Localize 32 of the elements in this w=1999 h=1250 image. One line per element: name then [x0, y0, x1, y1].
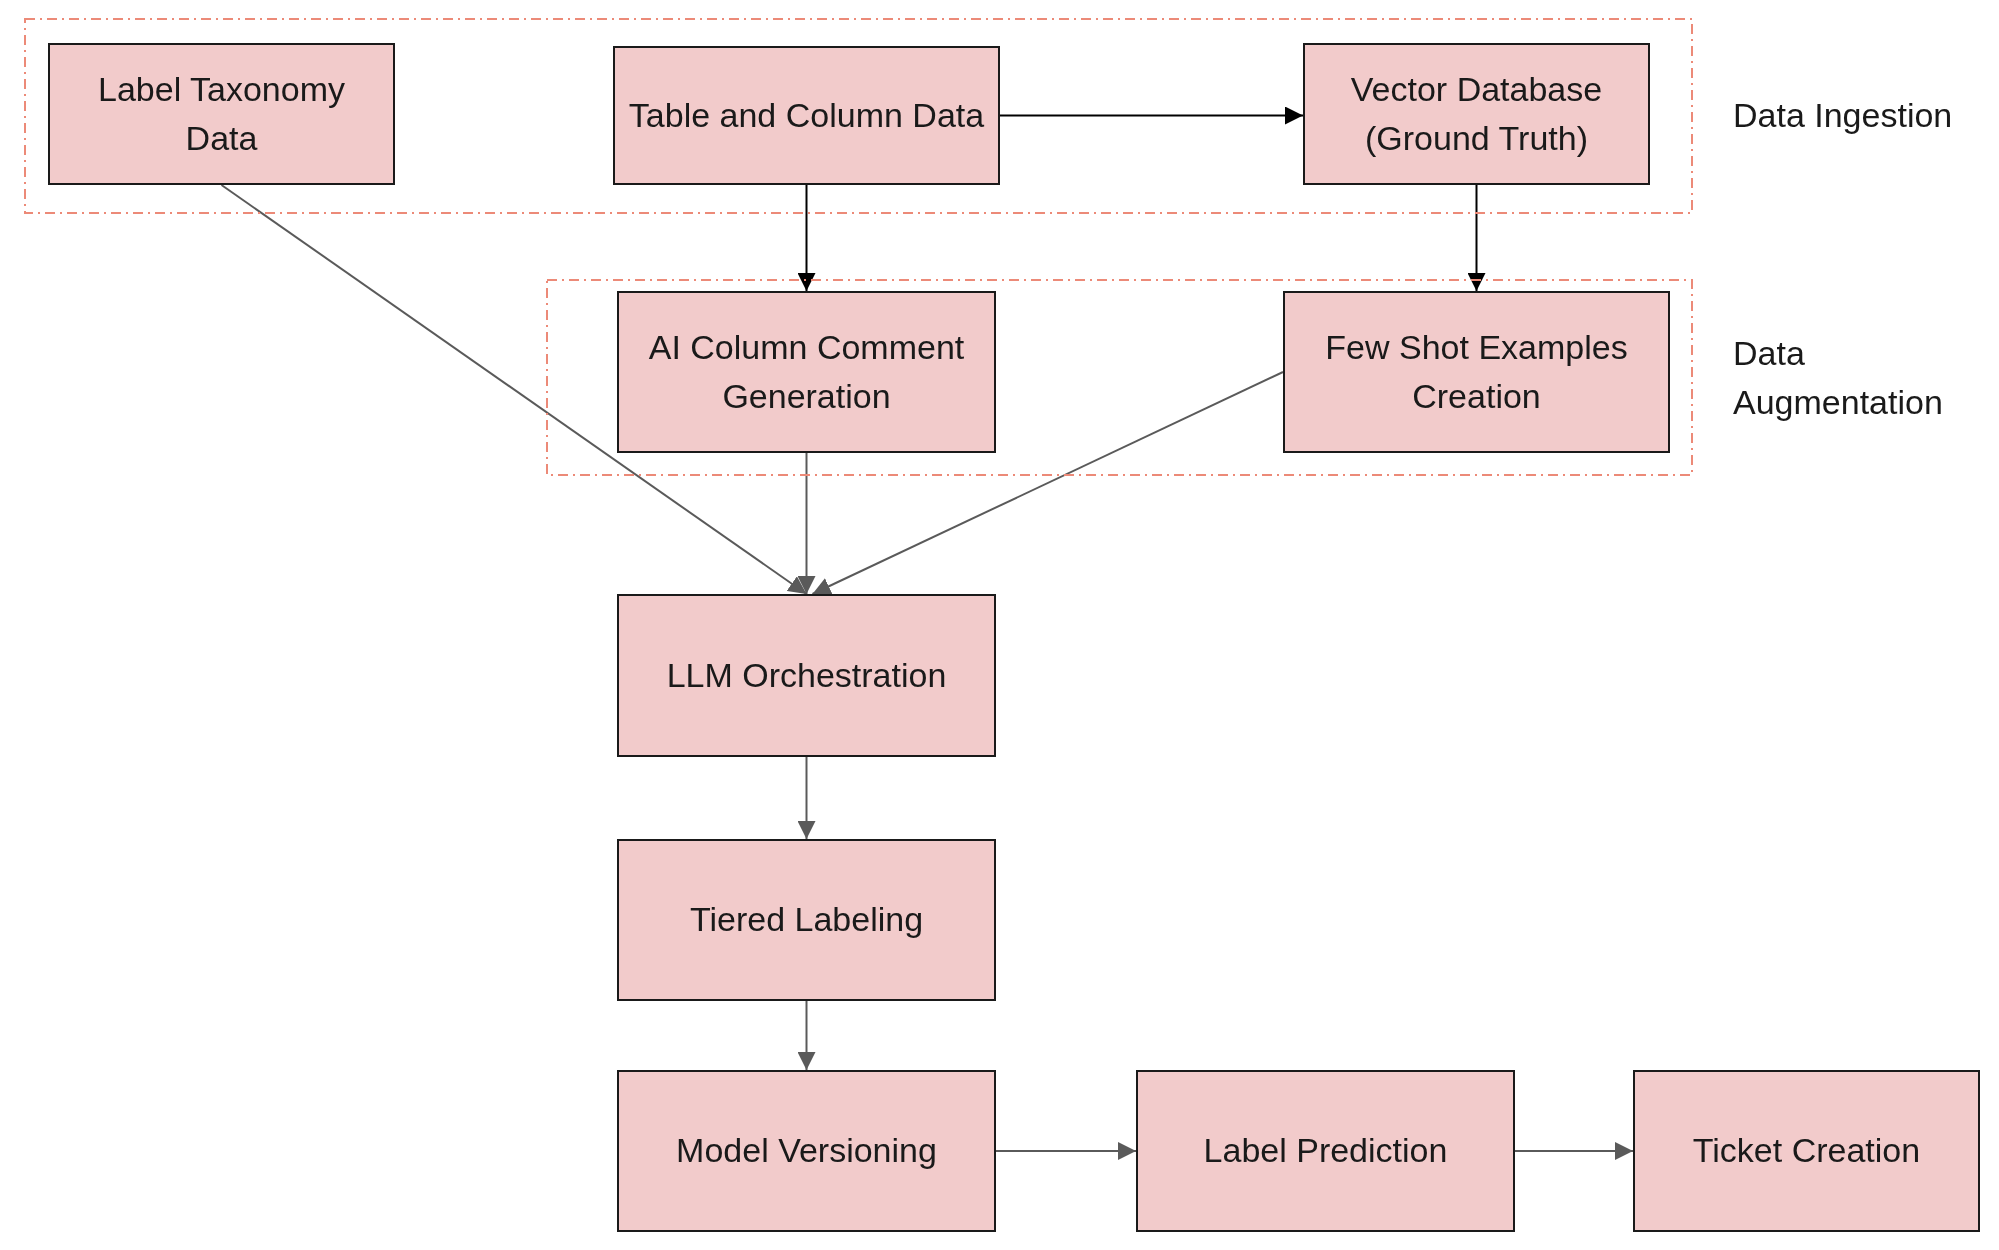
- process-box: [617, 594, 996, 757]
- box-label: Table and Column Data: [627, 94, 986, 136]
- process-box: [617, 839, 996, 1001]
- arrow: [811, 371, 1284, 595]
- box-label: Few Shot Examples Creation: [1324, 326, 1629, 417]
- arrow: [797, 1000, 816, 1071]
- arrow: [797, 184, 816, 292]
- arrow: [797, 756, 816, 840]
- group-heading: Data Augmentation: [1733, 332, 1944, 423]
- arrow: [1467, 184, 1486, 292]
- process-box: [1633, 1070, 1980, 1232]
- arrow: [995, 1142, 1137, 1160]
- group-heading: Data Ingestion: [1733, 95, 1954, 137]
- process-box: [1283, 291, 1670, 453]
- box-label: Model Versioning: [675, 1130, 938, 1172]
- process-box: [617, 291, 996, 453]
- box-label: LLM Orchestration: [665, 654, 948, 696]
- box-label: Label Prediction: [1202, 1130, 1449, 1172]
- box-label: Tiered Labeling: [688, 899, 925, 941]
- process-box: [48, 43, 395, 185]
- box-label: Label Taxonomy Data: [97, 68, 346, 159]
- arrow: [220, 184, 808, 595]
- process-box: [1136, 1070, 1515, 1232]
- box-label: AI Column Comment Generation: [647, 326, 966, 417]
- arrow: [999, 106, 1304, 125]
- box-label: Ticket Creation: [1691, 1130, 1922, 1172]
- process-box: [617, 1070, 996, 1232]
- process-box: [613, 46, 1000, 185]
- arrow: [797, 452, 816, 595]
- box-label: Vector Database (Ground Truth): [1349, 68, 1604, 159]
- process-box: [1303, 43, 1650, 185]
- arrow: [1514, 1142, 1634, 1160]
